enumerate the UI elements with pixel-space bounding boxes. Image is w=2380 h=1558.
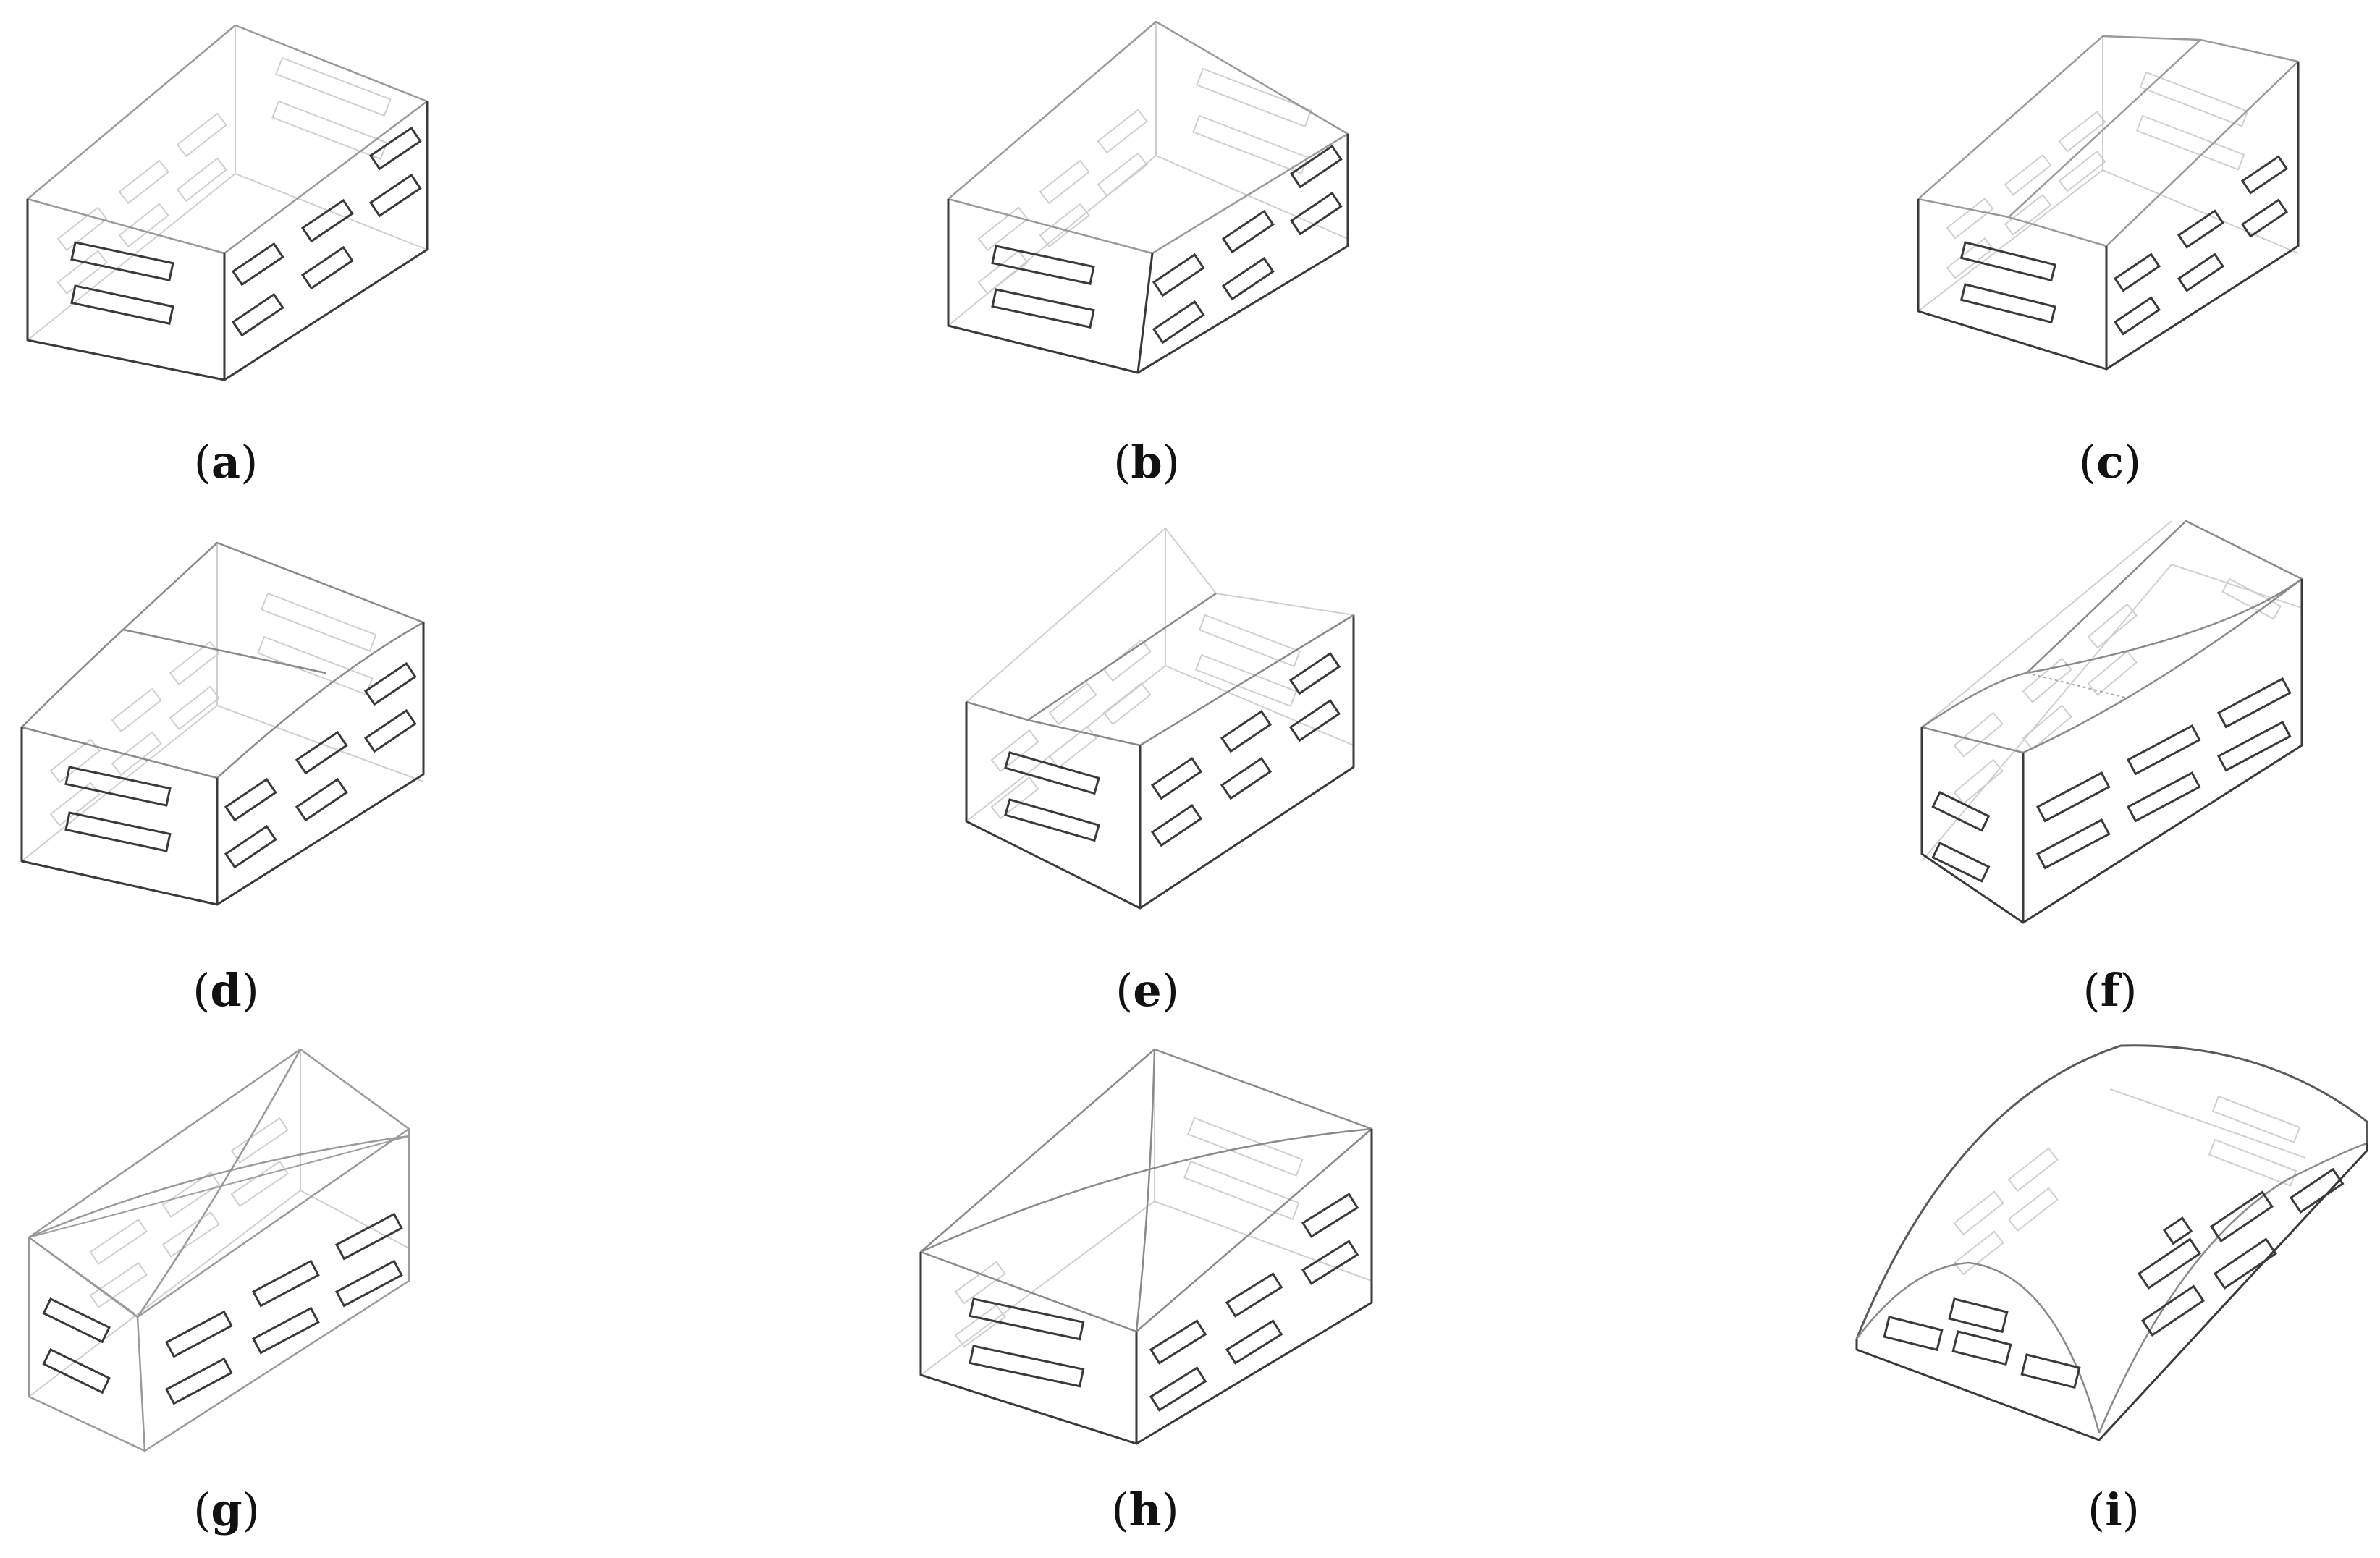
panel-c: (c) bbox=[1917, 35, 2300, 488]
panel-label-h: (h) bbox=[1111, 1483, 1178, 1536]
building-flat-roof bbox=[26, 24, 429, 381]
panel-b: (b) bbox=[947, 20, 1349, 488]
building-mono-pitch-roof bbox=[947, 20, 1349, 374]
panel-label-a: (a) bbox=[194, 436, 258, 488]
panel-i: (i) bbox=[1855, 1044, 2368, 1536]
building-butterfly-roof bbox=[965, 528, 1355, 910]
panel-label-b: (b) bbox=[1113, 436, 1180, 488]
panel-label-i: (i) bbox=[2088, 1483, 2140, 1536]
building-gable-roof bbox=[1917, 35, 2300, 371]
building-curved-shed-roof bbox=[20, 541, 425, 906]
panel-label-c: (c) bbox=[2079, 436, 2141, 488]
panel-h: (h) bbox=[919, 1048, 1373, 1536]
building-curved-valley-roof bbox=[1920, 520, 2303, 924]
panel-a: (a) bbox=[26, 24, 429, 488]
panel-d: (d) bbox=[20, 541, 425, 1017]
building-hyperbolic-paraboloid-roof bbox=[28, 1048, 410, 1452]
panel-label-e: (e) bbox=[1115, 964, 1179, 1017]
building-hip-roof bbox=[919, 1048, 1373, 1445]
building-dome-roof bbox=[1855, 1044, 2368, 1441]
panel-label-d: (d) bbox=[193, 964, 259, 1017]
panel-f: (f) bbox=[1920, 520, 2303, 1017]
panel-label-g: (g) bbox=[193, 1483, 260, 1536]
panel-label-f: (f) bbox=[2082, 964, 2137, 1017]
panel-e: (e) bbox=[965, 528, 1355, 1017]
panel-g: (g) bbox=[28, 1048, 410, 1536]
